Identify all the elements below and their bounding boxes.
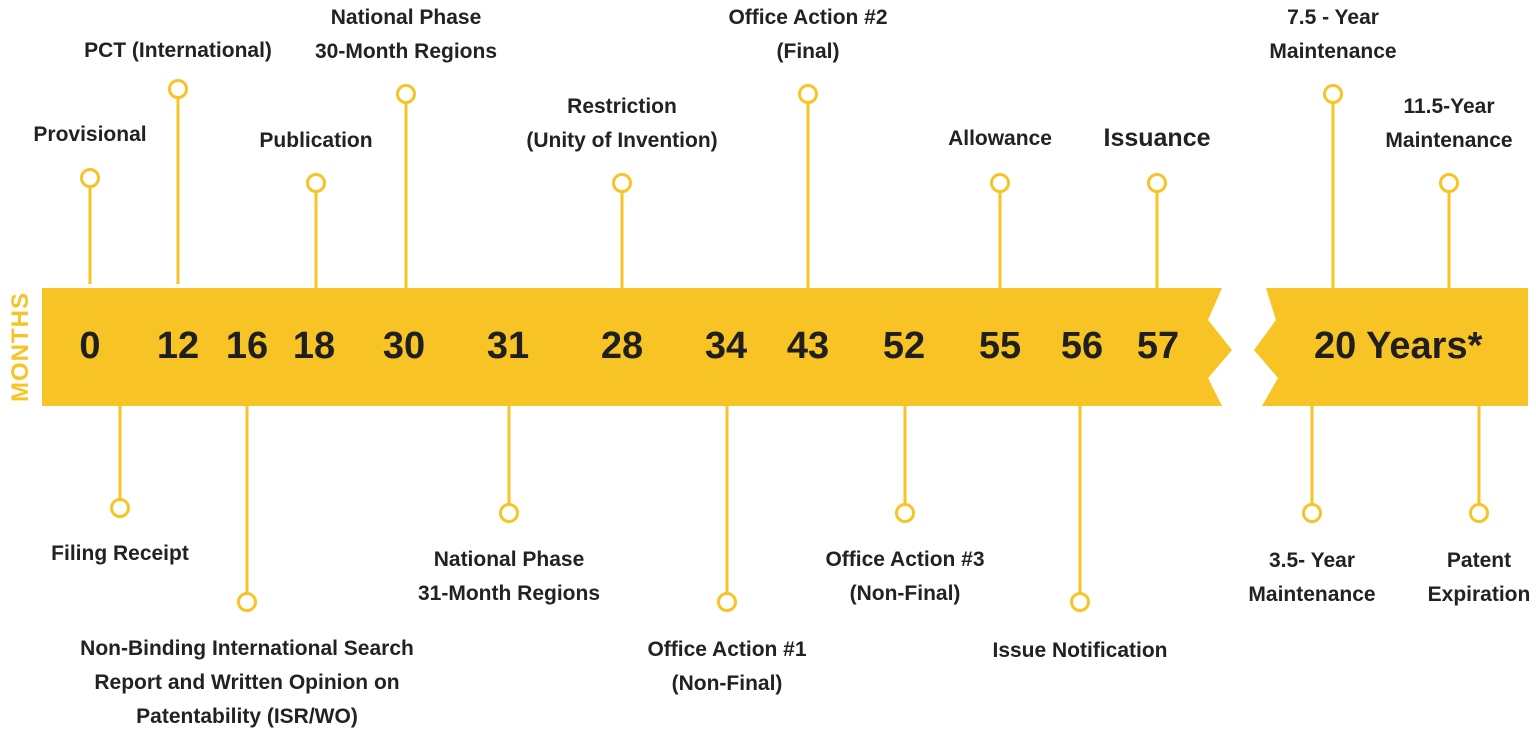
event-label-line: National Phase: [315, 1, 497, 35]
top-event-label: Office Action #2(Final): [728, 1, 887, 69]
event-label-line: Office Action #3: [825, 543, 984, 577]
top-event-marker-dot: [82, 170, 99, 187]
month-tick-label: 31: [487, 320, 529, 372]
month-tick-label: 55: [979, 320, 1021, 372]
month-tick-label: 30: [383, 320, 425, 372]
month-tick-label: 28: [601, 320, 643, 372]
top-event-marker-dot: [308, 175, 325, 192]
top-event-marker-dot: [992, 175, 1009, 192]
bottom-event-marker-dot: [501, 505, 518, 522]
month-tick-label: 52: [883, 320, 925, 372]
event-label-line: Patent: [1428, 544, 1531, 578]
month-tick-label: 18: [293, 320, 335, 372]
top-event-marker-dot: [398, 86, 415, 103]
top-event-label: Provisional: [33, 118, 146, 152]
top-event-marker-dot: [1441, 175, 1458, 192]
event-label-line: Provisional: [33, 118, 146, 152]
bottom-event-marker-dot: [1304, 505, 1321, 522]
bottom-event-label: National Phase31-Month Regions: [418, 543, 600, 611]
month-tick-label: 16: [226, 320, 268, 372]
bottom-event-label: Office Action #1(Non-Final): [647, 633, 806, 701]
top-event-label: PCT (International): [84, 34, 272, 68]
month-tick-label: 56: [1061, 320, 1103, 372]
bottom-event-label: PatentExpiration: [1428, 544, 1531, 612]
event-label-line: PCT (International): [84, 34, 272, 68]
bottom-event-marker-dot: [1072, 594, 1089, 611]
event-label-line: Maintenance: [1385, 124, 1512, 158]
event-label-line: Allowance: [948, 122, 1052, 156]
top-event-label: Restriction(Unity of Invention): [526, 90, 717, 158]
event-label-line: 3.5- Year: [1248, 544, 1375, 578]
month-tick-label: 43: [787, 320, 829, 372]
bottom-event-label: 3.5- YearMaintenance: [1248, 544, 1375, 612]
top-event-marker-dot: [170, 81, 187, 98]
event-label-line: Restriction: [526, 90, 717, 124]
bottom-event-marker-dot: [897, 505, 914, 522]
bottom-event-label: Filing Receipt: [51, 537, 189, 571]
bottom-event-label: Non-Binding International SearchReport a…: [80, 632, 414, 734]
event-label-line: Maintenance: [1248, 578, 1375, 612]
event-label-line: Office Action #1: [647, 633, 806, 667]
top-event-label: Allowance: [948, 122, 1052, 156]
event-label-line: 7.5 - Year: [1269, 1, 1396, 35]
top-event-label: 7.5 - YearMaintenance: [1269, 1, 1396, 69]
event-label-line: Office Action #2: [728, 1, 887, 35]
event-label-line: Issue Notification: [992, 634, 1167, 668]
event-label-line: 30-Month Regions: [315, 35, 497, 69]
event-label-line: Patentability (ISR/WO): [80, 700, 414, 734]
months-axis-label: MONTHS: [0, 287, 42, 407]
event-label-line: (Unity of Invention): [526, 124, 717, 158]
event-label-line: Non-Binding International Search: [80, 632, 414, 666]
top-event-label: Issuance: [1103, 121, 1210, 155]
event-label-line: Publication: [259, 124, 372, 158]
top-event-label: 11.5-YearMaintenance: [1385, 90, 1512, 158]
bottom-event-marker-dot: [239, 594, 256, 611]
top-event-marker-dot: [1149, 175, 1166, 192]
month-tick-label: 0: [79, 320, 100, 372]
bottom-event-label: Issue Notification: [992, 634, 1167, 668]
month-tick-label: 57: [1137, 320, 1179, 372]
end-term-label: 20 Years*: [1314, 320, 1482, 372]
bottom-event-marker-dot: [719, 594, 736, 611]
event-label-line: Report and Written Opinion on: [80, 666, 414, 700]
event-label-line: National Phase: [418, 543, 600, 577]
top-event-marker-dot: [614, 175, 631, 192]
event-label-line: Expiration: [1428, 578, 1531, 612]
bottom-event-marker-dot: [112, 500, 129, 517]
event-label-line: Maintenance: [1269, 35, 1396, 69]
month-tick-label: 34: [705, 320, 747, 372]
event-label-line: 11.5-Year: [1385, 90, 1512, 124]
top-event-label: Publication: [259, 124, 372, 158]
top-event-marker-dot: [1325, 86, 1342, 103]
bottom-event-marker-dot: [1471, 505, 1488, 522]
top-event-marker-dot: [800, 86, 817, 103]
event-label-line: 31-Month Regions: [418, 577, 600, 611]
bottom-event-label: Office Action #3(Non-Final): [825, 543, 984, 611]
top-event-label: National Phase30-Month Regions: [315, 1, 497, 69]
event-label-line: (Non-Final): [647, 667, 806, 701]
month-tick-label: 12: [157, 320, 199, 372]
event-label-line: Issuance: [1103, 121, 1210, 155]
months-label-text: MONTHS: [7, 292, 35, 402]
event-label-line: Filing Receipt: [51, 537, 189, 571]
event-label-line: (Final): [728, 35, 887, 69]
event-label-line: (Non-Final): [825, 577, 984, 611]
